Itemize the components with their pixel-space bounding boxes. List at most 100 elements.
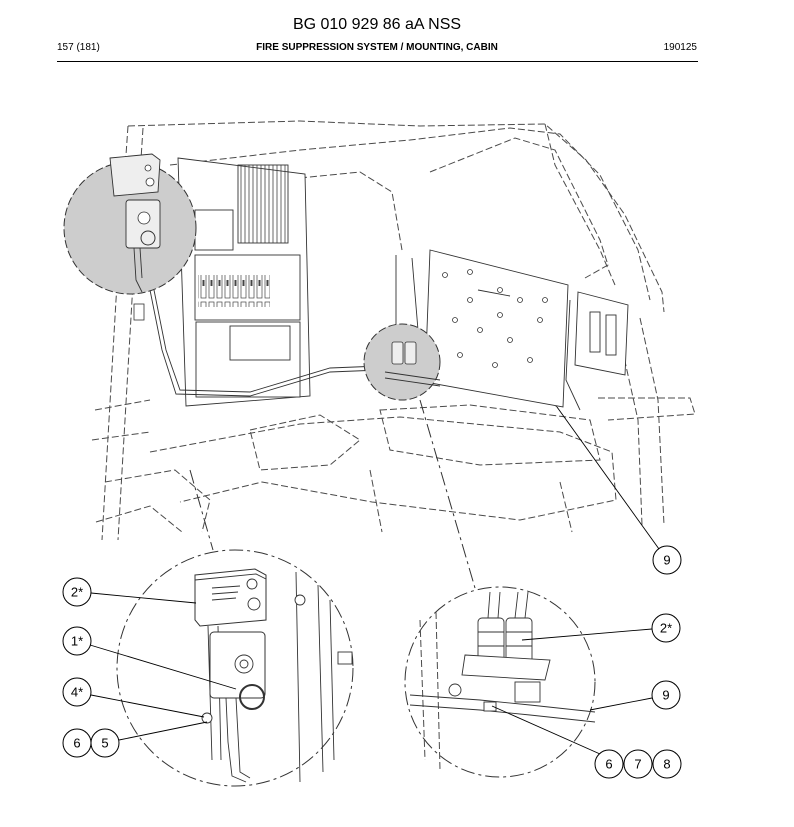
cable-right [565,299,581,411]
plate-hole [492,362,498,368]
detail-link-right [419,399,476,589]
callout-8: 8 [652,749,682,779]
detail-screw [201,712,213,724]
callout-label: 2* [660,621,672,636]
connector-cables [487,591,529,619]
actuator-ring [140,230,156,246]
leader-9-top [556,406,660,550]
document-number: BG 010 929 86 aA NSS [292,16,462,33]
detail-circle [116,549,354,787]
cabinet-lower-rail [229,325,291,361]
actuator-cable [133,247,143,293]
header-rule [57,61,698,62]
leader-5 [118,721,208,741]
frame-lower-left [104,469,211,533]
plate-hole [457,352,463,358]
cable-plug [133,303,145,321]
callout-circle [62,677,92,707]
detail-view-control-unit [116,549,354,787]
cabin-frame [91,120,696,541]
detail-view-connectors [404,586,596,778]
leader-lines [89,406,660,755]
callout-2-left: 2* [62,577,92,607]
connector-rings [478,631,532,647]
detail-tube [409,694,596,723]
callout-label: 4* [71,685,83,700]
header-row: 157 (181) FIRE SUPPRESSION SYSTEM / MOUN… [57,41,697,55]
callout-circle [90,728,120,758]
frame-bottom-left [95,505,183,533]
revision-code: 190125 [663,42,697,53]
callout-label: 9 [663,553,670,568]
detail-bolt [294,594,306,606]
callout-label: 6 [605,757,612,772]
connector-shape [391,341,404,365]
nut-washer [483,701,497,712]
callout-9-top: 9 [652,545,682,575]
frame-right-pillar-outer [639,317,665,526]
frame-floor-legs [369,469,573,533]
connector-shape [505,617,533,664]
control-unit-label-lines [211,585,241,601]
control-unit-shape [109,153,161,197]
frame-right-rail [544,123,616,286]
callout-label: 9 [662,688,669,703]
cabinet-lower-box [195,321,301,398]
control-unit-shape [194,568,267,627]
callout-2-right: 2* [651,613,681,643]
leader-4 [90,694,205,718]
control-unit-top-edge [194,573,267,581]
plate-hole [527,357,533,363]
callout-circle [594,749,624,779]
callout-circle [62,577,92,607]
leader-6-7-8 [491,705,601,755]
plate-hole [467,269,473,275]
frame-left-step [91,399,151,441]
actuator-ring [239,684,265,710]
callout-circle [651,680,681,710]
detail-sticker [337,651,353,665]
detail-panel-lines [295,571,335,783]
leader-2-right [521,628,653,641]
control-unit-button [247,597,261,611]
callout-label: 5 [101,736,108,751]
detail-circle [404,586,596,778]
tube-fitting [514,681,541,703]
plate-hole [517,297,523,303]
plate-hole [477,327,483,333]
section-title: FIRE SUPPRESSION SYSTEM / MOUNTING, CABI… [256,42,498,53]
actuator-knob-center [239,659,249,669]
plate-hole [507,337,513,343]
hex-nut [448,683,462,697]
side-connector [605,314,617,356]
detail-hidden-lines [419,611,441,771]
connector-tube [384,371,441,387]
frame-right-beam [598,397,696,421]
control-unit-button [145,177,155,187]
connector-bracket [461,654,551,681]
callout-5: 5 [90,728,120,758]
frame-left-pillar-inner [117,127,144,541]
frame-roof-outer [127,120,665,313]
plate-hole [542,297,548,303]
callout-label: 8 [663,757,670,772]
leader-9-right [589,697,653,711]
page-number: 157 (181) [57,42,100,53]
frame-floor [149,416,617,521]
control-unit-button [144,164,152,172]
callout-1: 1* [62,626,92,656]
highlight-connectors [363,323,441,401]
cabinet-louvred-module [237,164,289,244]
control-unit-button [246,578,258,590]
actuator-cable [225,697,251,783]
frame-floor-hatch [249,414,361,471]
plate-hole [497,312,503,318]
cabinet-small-module [194,209,234,251]
leader-2-left [90,592,197,604]
cabinet-breakers [198,275,270,307]
plate-hole [497,287,503,293]
callout-circle [623,749,653,779]
detail-link-left [189,469,214,551]
